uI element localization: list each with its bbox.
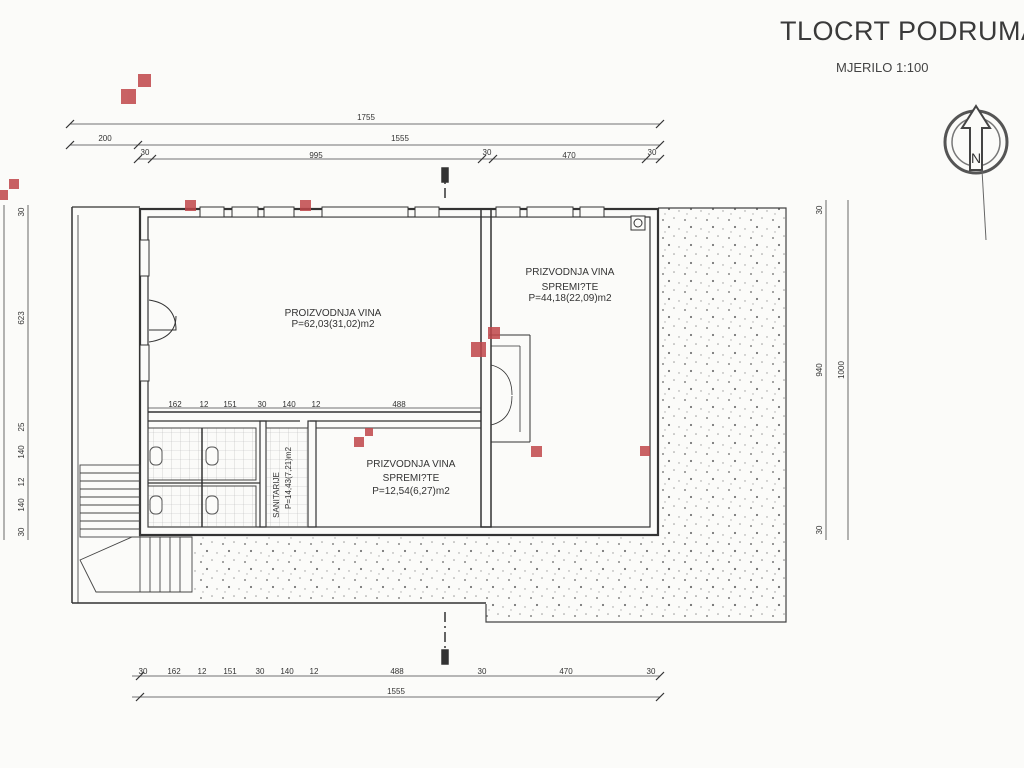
dim-in-140: 140 [282, 400, 296, 409]
dim-l-25: 25 [17, 422, 26, 431]
dim-in-488: 488 [392, 400, 406, 409]
dim-b-30d: 30 [647, 667, 656, 676]
dim-l-140b: 140 [17, 498, 26, 512]
room-3-name: PRIZVODNJA VINA [367, 459, 456, 470]
inner-dimensions: 162 12 151 30 140 12 488 [148, 400, 481, 409]
dim-l-30b: 30 [17, 527, 26, 536]
dim-r-30a: 30 [815, 205, 824, 214]
meter-icon [630, 215, 646, 231]
dim-b-162: 162 [167, 667, 181, 676]
dim-overall: 1755 [357, 113, 375, 122]
room-labels: PROIZVODNJA VINA P=62,03(31,02)m2 PRIZVO… [272, 267, 615, 518]
gravel-terrain [192, 207, 787, 623]
dim-1555: 1555 [391, 134, 409, 143]
dim-l-12: 12 [17, 477, 26, 486]
left-dimensions: 30 623 25 140 12 140 30 [3, 205, 29, 540]
dim-r-1000: 1000 [837, 361, 846, 379]
dim-b-total: 1555 [387, 687, 405, 696]
room-1-area: P=62,03(31,02)m2 [291, 319, 375, 330]
interior-walls [148, 208, 531, 528]
dim-b-12b: 12 [310, 667, 319, 676]
dim-b-30a: 30 [139, 667, 148, 676]
room-4-name: SANITARIJE [272, 472, 281, 518]
room-2-subname: SPREMI?TE [542, 282, 599, 293]
room-2-name: PRIZVODNJA VINA [526, 267, 615, 278]
dim-b-12a: 12 [198, 667, 207, 676]
dim-b-470: 470 [559, 667, 573, 676]
bottom-dimensions: 30 162 12 151 30 140 12 488 30 470 30 15… [132, 667, 665, 702]
dim-b-488: 488 [390, 667, 404, 676]
dim-top-30b: 30 [483, 148, 492, 157]
dim-in-30: 30 [258, 400, 267, 409]
dim-b-30b: 30 [256, 667, 265, 676]
right-dimensions: 30 940 1000 30 [815, 200, 849, 540]
dim-r-30b: 30 [815, 525, 824, 534]
dim-top-30c: 30 [648, 148, 657, 157]
room-4-area: P=14,43(7,21)m2 [284, 446, 293, 509]
room-3-area: P=12,54(6,27)m2 [372, 486, 450, 497]
top-dimensions: 1755 200 1555 30 995 30 470 30 [65, 113, 665, 164]
room-1-name: PROIZVODNJA VINA [285, 308, 382, 319]
room-3-subname: SPREMI?TE [383, 473, 440, 484]
top-windows [199, 206, 605, 218]
dim-top-30a: 30 [141, 148, 150, 157]
dim-l-623: 623 [17, 311, 26, 325]
staircase [79, 464, 193, 593]
dim-in-12b: 12 [312, 400, 321, 409]
dim-in-162: 162 [168, 400, 182, 409]
dim-b-140: 140 [280, 667, 294, 676]
drawing-title: TLOCRT PODRUMA [780, 16, 1024, 46]
scale-label: MJERILO 1:100 [836, 60, 929, 75]
room-2-area: P=44,18(22,09)m2 [528, 293, 612, 304]
dim-995: 995 [309, 151, 323, 160]
dim-in-151: 151 [223, 400, 237, 409]
dim-l-30a: 30 [17, 207, 26, 216]
north-arrow-icon: N [943, 104, 1009, 241]
section-line [441, 167, 449, 665]
left-wall-openings [139, 239, 177, 382]
dim-l-140a: 140 [17, 445, 26, 459]
north-label: N [971, 150, 981, 166]
dim-200: 200 [98, 134, 112, 143]
dim-b-151: 151 [223, 667, 237, 676]
sanitary-block [147, 427, 309, 528]
dim-470: 470 [562, 151, 576, 160]
red-markers [0, 74, 650, 457]
dim-in-12a: 12 [200, 400, 209, 409]
dim-b-30c: 30 [478, 667, 487, 676]
dim-r-940: 940 [815, 363, 824, 377]
